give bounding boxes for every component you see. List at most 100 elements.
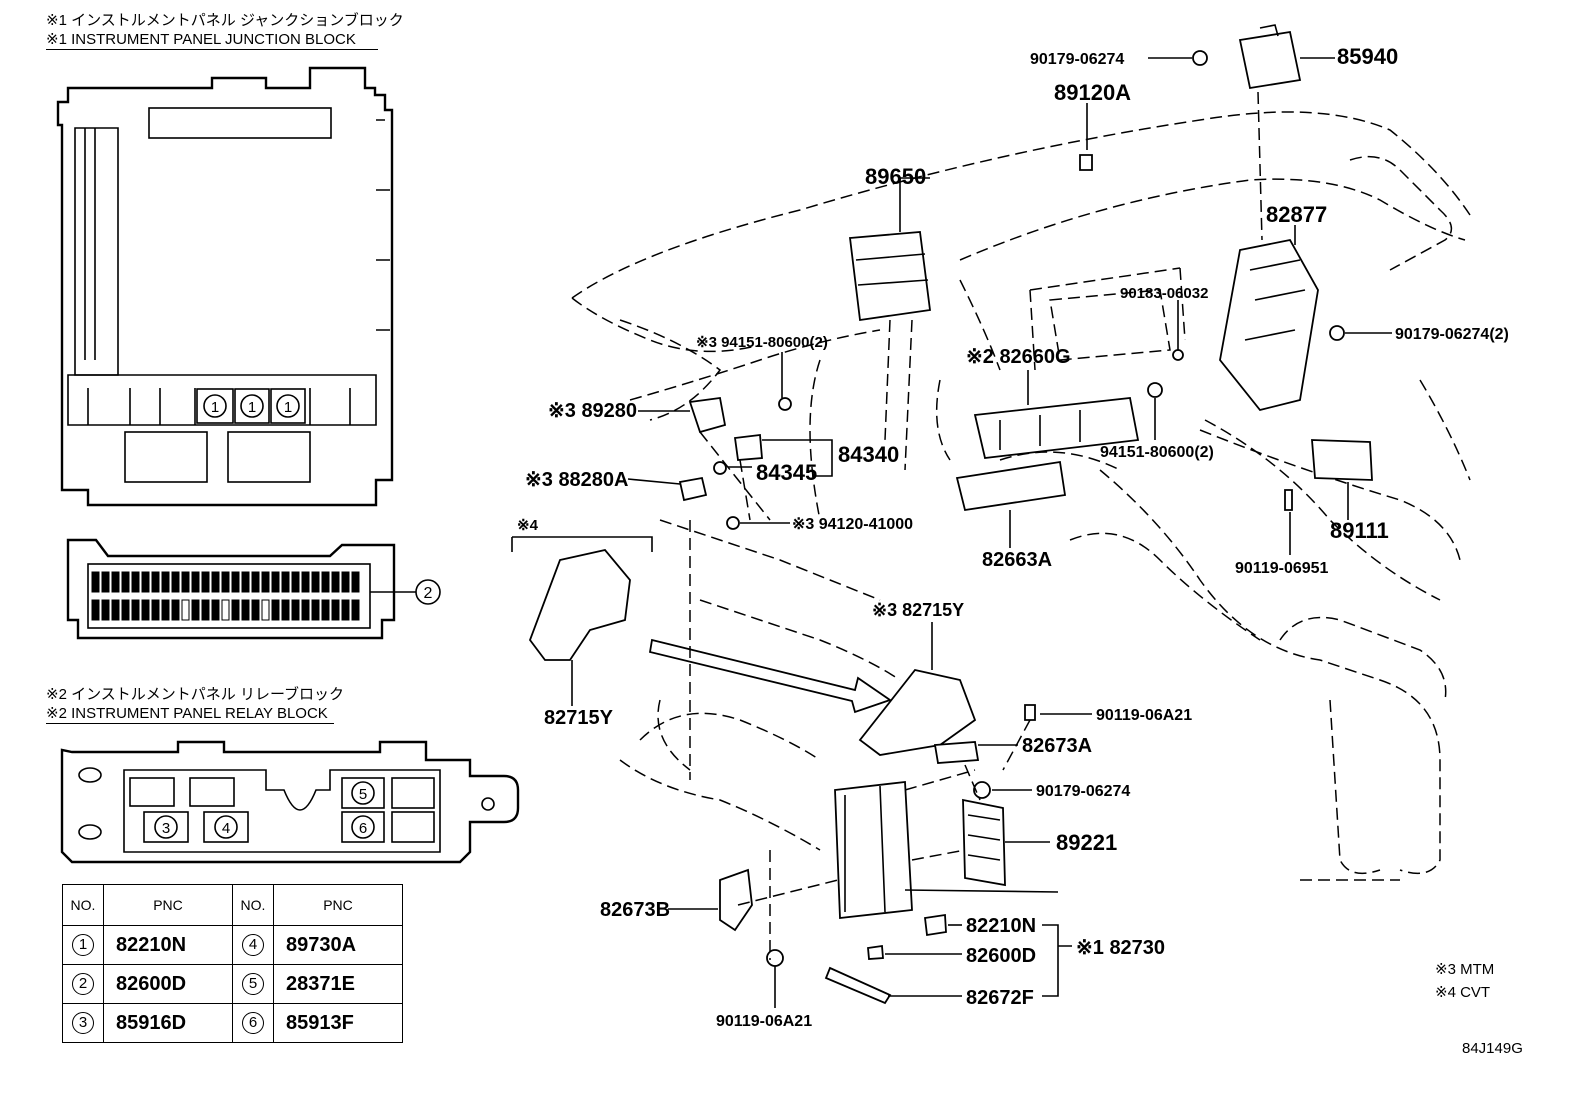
jb-title-en: ※1 INSTRUMENT PANEL JUNCTION BLOCK [46,31,378,50]
row-pnc: 85916D [103,1003,233,1043]
label-94151-a: ※3 94151-80600(2) [696,334,828,351]
label-89280: ※3 89280 [548,400,637,422]
connector-pin [331,571,340,593]
label-90119-06A21-b: 90119-06A21 [716,1013,812,1030]
connector-pin [111,571,120,593]
label-82672F: 82672F [966,987,1034,1009]
connector-pin [161,599,170,621]
connector-pin [341,599,350,621]
dashboard-outline [571,111,1471,881]
connector-pin [281,599,290,621]
callout-1-c: 1 [284,399,292,416]
connector-pin [171,571,180,593]
connector-pin [271,571,280,593]
label-85940: 85940 [1337,44,1398,69]
label-90183: 90183-06032 [1120,285,1208,302]
note-mtm: ※3 MTM [1435,961,1495,978]
connector-pin [141,599,150,621]
connector-pin [311,571,320,593]
connector-pin [101,599,110,621]
label-82673A: 82673A [1022,735,1092,757]
label-84345: 84345 [756,460,817,485]
connector-pin [261,599,270,621]
callout-3: 3 [162,820,170,837]
label-82660G: ※2 82660G [966,346,1071,368]
connector-pin [231,599,240,621]
label-90119-06951: 90119-06951 [1235,560,1329,577]
connector-pin [171,599,180,621]
connector-pin [201,599,210,621]
connector-pin [181,571,190,593]
connector-pin [221,599,230,621]
label-94120: ※3 94120-41000 [792,516,913,533]
connector-pin [311,599,320,621]
connector-pin [351,599,360,621]
connector-pin [271,599,280,621]
connector-pin [251,571,260,593]
connector-pin [301,571,310,593]
connector-pin [211,599,220,621]
table-header-no-2: NO. [232,884,274,926]
connector-pin [301,599,310,621]
row-no-2: 5 [242,973,264,995]
connector-pin [121,599,130,621]
relay-block: 3 4 5 6 [60,740,520,864]
row-no: 1 [72,934,94,956]
connector-pin [181,599,190,621]
connector-pin [151,599,160,621]
connector-pin [281,571,290,593]
note-cvt: ※4 CVT [1435,984,1491,1001]
part-labels: 90179-06274 85940 89120A 89650 82877 ※3 … [517,44,1509,1030]
connector-pin [191,571,200,593]
label-94151-b: 94151-80600(2) [1100,444,1214,461]
label-88280A: ※3 88280A [525,469,629,491]
connector-pin [111,599,120,621]
callout-2: 2 [424,585,433,602]
label-90119-06A21-r: 90119-06A21 [1096,707,1192,724]
connector-pin [291,571,300,593]
connector-pin [151,571,160,593]
connector-pin [341,571,350,593]
label-82663A: 82663A [982,549,1052,571]
label-82730: ※1 82730 [1076,937,1165,959]
connector-pin [231,571,240,593]
table-row: 3 85916D 6 85913F [62,1003,403,1043]
row-pnc-2: 89730A [273,925,403,965]
callout-1-a: 1 [211,399,219,416]
label-82600D: 82600D [966,945,1036,967]
row-no: 3 [72,1012,94,1034]
part-shapes [528,24,1373,1005]
label-90179-bot: 90179-06274 [1036,783,1130,800]
label-89120A: 89120A [1054,80,1131,105]
diagram-code: 84J149G [1462,1040,1523,1057]
label-82210N: 82210N [966,915,1036,937]
row-pnc-2: 85913F [273,1003,403,1043]
connector-pin [241,571,250,593]
connector-pin [191,599,200,621]
connector-pin [331,599,340,621]
connector-pin [91,571,100,593]
connector-pin [161,571,170,593]
jb-title-jp: ※1 インストルメントパネル ジャンクションブロック [46,12,404,29]
connector-pin [291,599,300,621]
connector-pin [261,571,270,593]
leader-lines [511,57,1392,1008]
connector-pin [201,571,210,593]
label-89111: 89111 [1330,518,1389,543]
label-82715Y-mid: ※3 82715Y [872,600,964,620]
label-84340: 84340 [838,442,899,467]
label-82877: 82877 [1266,202,1327,227]
row-pnc-2: 28371E [273,964,403,1004]
row-no-2: 4 [242,934,264,956]
label-90179-top: 90179-06274 [1030,51,1124,68]
label-89221: 89221 [1056,830,1117,855]
connector-pin [251,599,260,621]
connector-pin [221,571,230,593]
rb-title-jp: ※2 インストルメントパネル リレーブロック [46,686,345,703]
row-no: 2 [72,973,94,995]
rb-title-en: ※2 INSTRUMENT PANEL RELAY BLOCK [46,705,334,724]
connector-pin [101,571,110,593]
junction-block-side-view: 2 [66,538,441,640]
callout-1-b: 1 [248,399,256,416]
connector-pin [321,599,330,621]
